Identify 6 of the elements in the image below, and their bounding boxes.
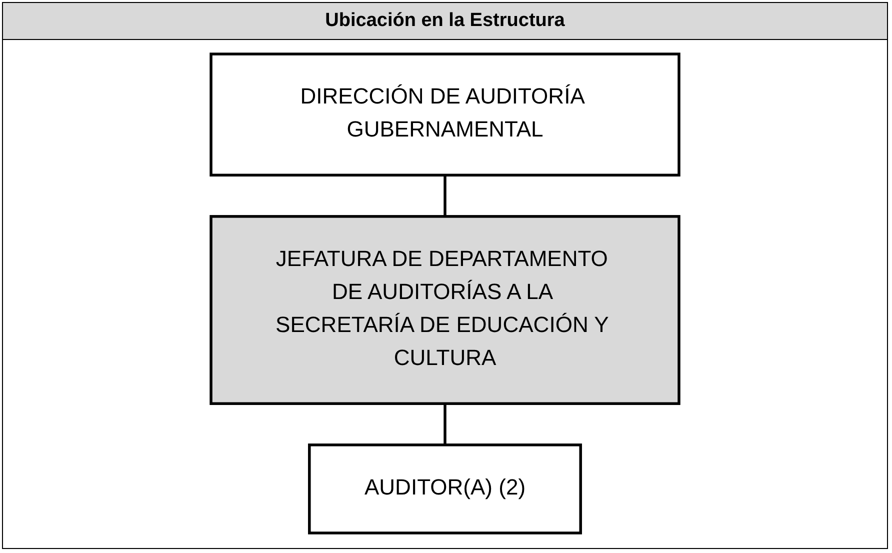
node-box: AUDITOR(A) (2)	[308, 444, 582, 534]
node-box: DIRECCIÓN DE AUDITORÍA GUBERNAMENTAL	[210, 52, 680, 176]
title-band: Ubicación en la Estructura	[3, 3, 887, 40]
connector	[444, 404, 446, 445]
node-box: JEFATURA DE DEPARTAMENTO DE AUDITORÍAS A LA SECRETARÍA DE EDUCACIÓN Y CULTURA	[210, 215, 680, 405]
connector	[444, 175, 446, 216]
